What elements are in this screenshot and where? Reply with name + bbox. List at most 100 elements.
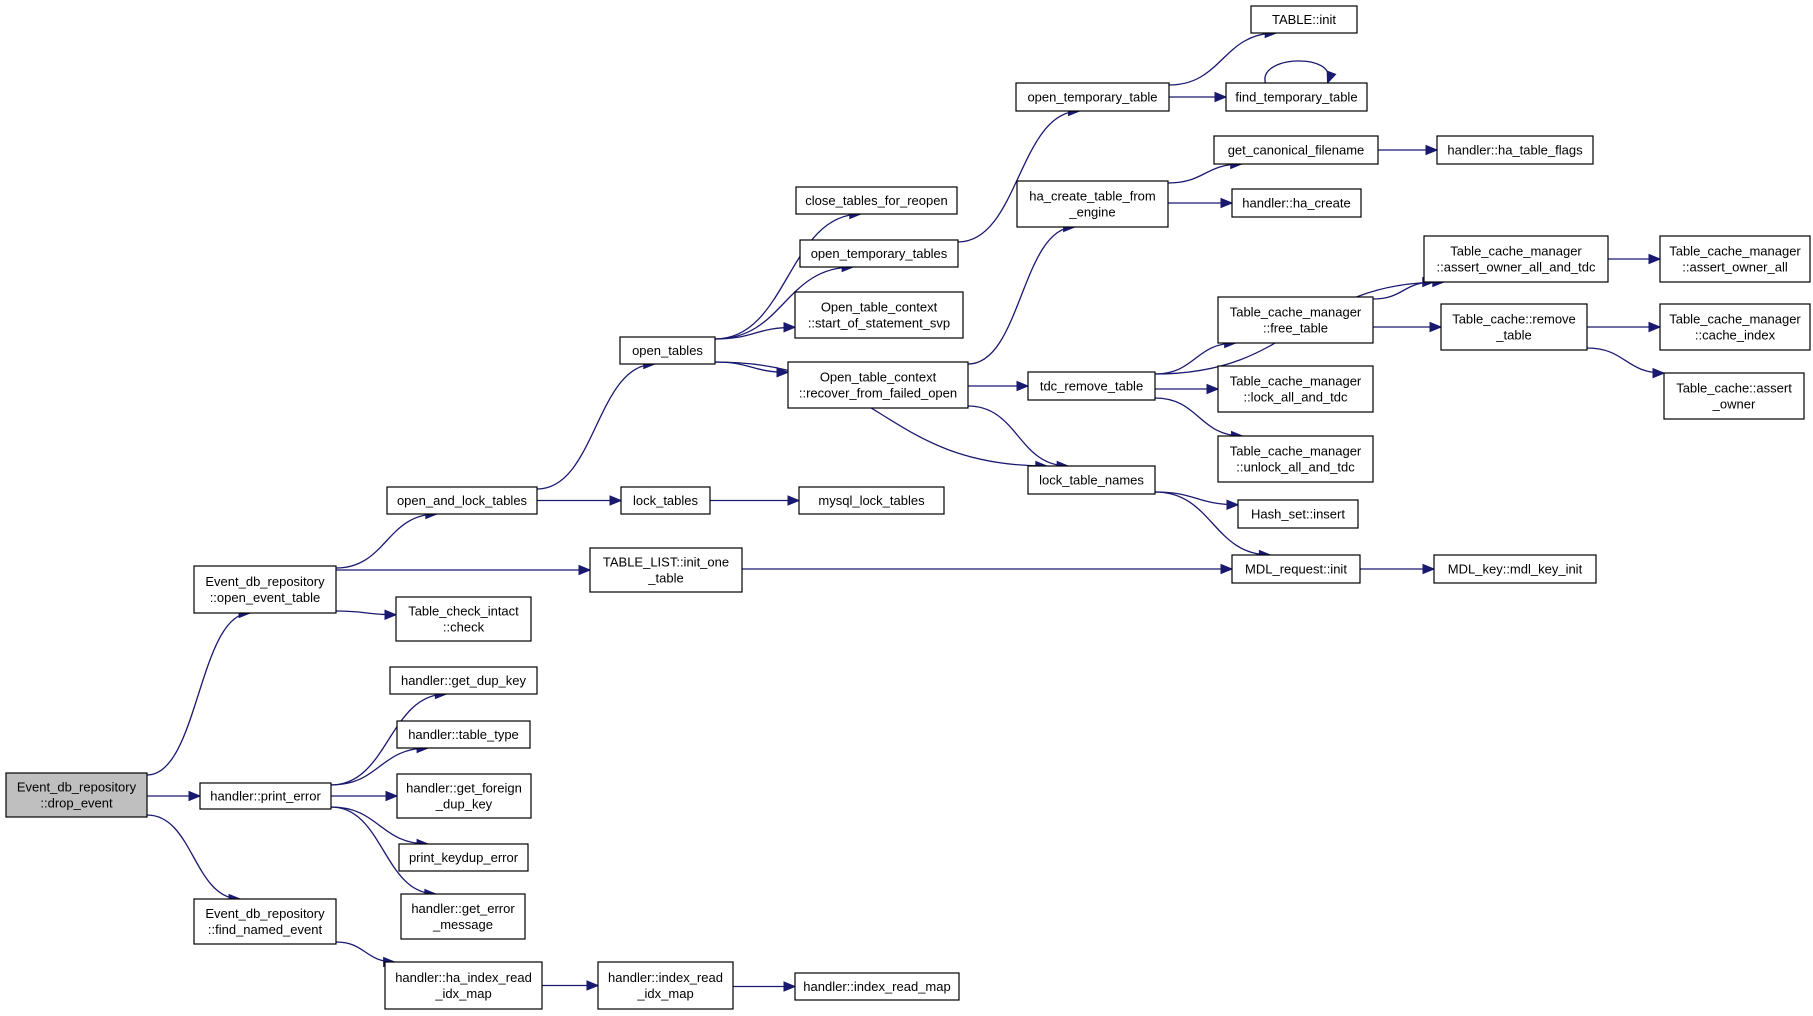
node-label-line: _engine <box>1068 205 1115 220</box>
edge-arrowhead <box>787 495 801 506</box>
node-label-line: open_tables <box>632 343 703 358</box>
edge-free-table-to-tc-remove-table <box>1373 321 1443 333</box>
node-table-init[interactable]: TABLE::init <box>1250 5 1358 34</box>
node-label-line: lock_table_names <box>1039 473 1144 488</box>
node-box <box>400 893 526 940</box>
node-label-line: Event_db_repository <box>205 574 325 589</box>
edge-open-and-lock-tables-to-lock-tables <box>537 495 623 506</box>
node-label-line: lock_tables <box>633 493 699 508</box>
node-label-line: open_temporary_tables <box>811 246 948 261</box>
edge-arrowhead <box>783 981 797 992</box>
edge-line <box>146 814 241 900</box>
edge-line <box>714 361 1047 467</box>
node-label-line: print_keydup_error <box>409 850 519 865</box>
node-recover-from-failed-open[interactable]: Open_table_context::recover_from_failed_… <box>787 361 969 409</box>
node-get-canonical-filename[interactable]: get_canonical_filename <box>1213 135 1379 165</box>
node-ha-create[interactable]: handler::ha_create <box>1231 188 1362 218</box>
node-cache-index[interactable]: Table_cache_manager::cache_index <box>1659 303 1811 351</box>
node-label-line: ::recover_from_failed_open <box>799 386 957 401</box>
node-label-line: handler::ha_table_flags <box>1447 143 1583 158</box>
node-start-of-statement-svp[interactable]: Open_table_context::start_of_statement_s… <box>794 291 964 339</box>
node-tc-remove-table[interactable]: Table_cache::remove_table <box>1440 303 1588 351</box>
node-open-tables[interactable]: open_tables <box>619 336 716 365</box>
node-label-line: Table_cache::assert <box>1676 381 1792 396</box>
node-box <box>794 291 964 339</box>
node-hash-set-insert[interactable]: Hash_set::insert <box>1237 499 1359 529</box>
node-box <box>396 773 532 819</box>
edge-arrowhead <box>776 367 790 378</box>
node-close-tables-for-reopen[interactable]: close_tables_for_reopen <box>795 186 958 215</box>
node-table-list-init[interactable]: TABLE_LIST::init_one_table <box>589 547 743 593</box>
node-assert-owner[interactable]: Table_cache::assert_owner <box>1663 372 1805 420</box>
node-get-error-message[interactable]: handler::get_error_message <box>400 893 526 940</box>
edge-arrowhead <box>188 790 202 802</box>
edge-arrowhead <box>586 980 600 991</box>
node-label-line: Open_table_context <box>821 300 938 315</box>
node-assert-owner-all[interactable]: Table_cache_manager::assert_owner_all <box>1659 235 1811 283</box>
edge-line <box>1154 491 1239 506</box>
node-free-table[interactable]: Table_cache_manager::free_table <box>1217 296 1374 344</box>
edge-tdc-remove-table-to-lock-all-and-tdc <box>1155 383 1220 395</box>
node-table-check-intact[interactable]: Table_check_intact::check <box>395 596 532 642</box>
node-box <box>1217 365 1374 413</box>
node-drop-event[interactable]: Event_db_repository::drop_event <box>5 772 148 818</box>
edge-arrowhead <box>1220 197 1234 209</box>
node-box <box>193 898 337 945</box>
node-print-error[interactable]: handler::print_error <box>199 782 332 810</box>
node-table-type[interactable]: handler::table_type <box>396 720 531 749</box>
node-label-line: mysql_lock_tables <box>818 493 925 508</box>
node-box <box>1213 135 1379 165</box>
node-print-keydup-error[interactable]: print_keydup_error <box>398 843 529 872</box>
edge-line <box>330 693 447 786</box>
node-open-and-lock-tables[interactable]: open_and_lock_tables <box>386 486 538 515</box>
node-find-named-event[interactable]: Event_db_repository::find_named_event <box>193 898 337 945</box>
edge-line <box>330 747 429 786</box>
node-label-line: handler::get_error <box>411 901 515 916</box>
node-mdl-request-init[interactable]: MDL_request::init <box>1231 554 1361 584</box>
edge-line <box>1168 32 1277 86</box>
node-open-event-table[interactable]: Event_db_repository::open_event_table <box>193 565 337 614</box>
node-box <box>1015 82 1170 112</box>
node-assert-owner-all-and-tdc[interactable]: Table_cache_manager::assert_owner_all_an… <box>1423 235 1609 283</box>
node-box <box>1225 82 1368 112</box>
edge-line <box>536 363 655 490</box>
node-get-foreign-dup-key[interactable]: handler::get_foreign_dup_key <box>396 773 532 819</box>
node-box <box>398 843 529 872</box>
node-box <box>1440 303 1588 351</box>
node-ha-table-flags[interactable]: handler::ha_table_flags <box>1436 135 1594 165</box>
node-label-line: ::open_event_table <box>210 590 321 605</box>
node-label-line: ::unlock_all_and_tdc <box>1236 460 1355 475</box>
node-open-temporary-table[interactable]: open_temporary_table <box>1015 82 1170 112</box>
node-open-temporary-tables[interactable]: open_temporary_tables <box>799 239 959 268</box>
node-ha-create-table-from-engine[interactable]: ha_create_table_from_engine <box>1016 180 1169 228</box>
edge-drop-event-to-print-error <box>147 790 202 802</box>
node-label-line: ::assert_owner_all <box>1682 260 1788 275</box>
edge-line <box>1154 491 1271 556</box>
node-lock-table-names[interactable]: lock_table_names <box>1027 465 1156 495</box>
node-get-dup-key[interactable]: handler::get_dup_key <box>389 666 538 695</box>
node-box <box>794 972 960 1001</box>
node-box <box>1436 135 1594 165</box>
node-lock-all-and-tdc[interactable]: Table_cache_manager::lock_all_and_tdc <box>1217 365 1374 413</box>
edge-tc-remove-table-to-assert-owner <box>1586 347 1666 379</box>
edge-find-temporary-table-to-find-temporary-table <box>1264 60 1337 85</box>
edge-open-temporary-table-to-table-init <box>1168 27 1278 86</box>
node-mysql-lock-tables[interactable]: mysql_lock_tables <box>798 486 945 515</box>
node-ha-index-read-idx-map[interactable]: handler::ha_index_read_idx_map <box>384 961 543 1010</box>
node-label-line: _table <box>647 571 683 586</box>
node-mdl-key-init[interactable]: MDL_key::mdl_key_init <box>1433 554 1597 584</box>
edge-arrowhead <box>1422 563 1436 575</box>
node-box <box>795 186 958 215</box>
edge-ha-create-table-from-engine-to-ha-create <box>1168 197 1234 209</box>
edge-line <box>714 266 854 340</box>
edge-arrowhead <box>1326 70 1337 85</box>
node-find-temporary-table[interactable]: find_temporary_table <box>1225 82 1368 112</box>
node-label-line: ha_create_table_from <box>1029 189 1155 204</box>
node-index-read-map[interactable]: handler::index_read_map <box>794 972 960 1001</box>
node-lock-tables[interactable]: lock_tables <box>620 486 711 515</box>
node-index-read-idx-map[interactable]: handler::index_read_idx_map <box>597 961 734 1010</box>
edge-table-list-init-to-mdl-request-init <box>742 563 1234 575</box>
node-box <box>620 486 711 515</box>
node-tdc-remove-table[interactable]: tdc_remove_table <box>1027 371 1156 401</box>
node-unlock-all-and-tdc[interactable]: Table_cache_manager::unlock_all_and_tdc <box>1217 435 1374 483</box>
